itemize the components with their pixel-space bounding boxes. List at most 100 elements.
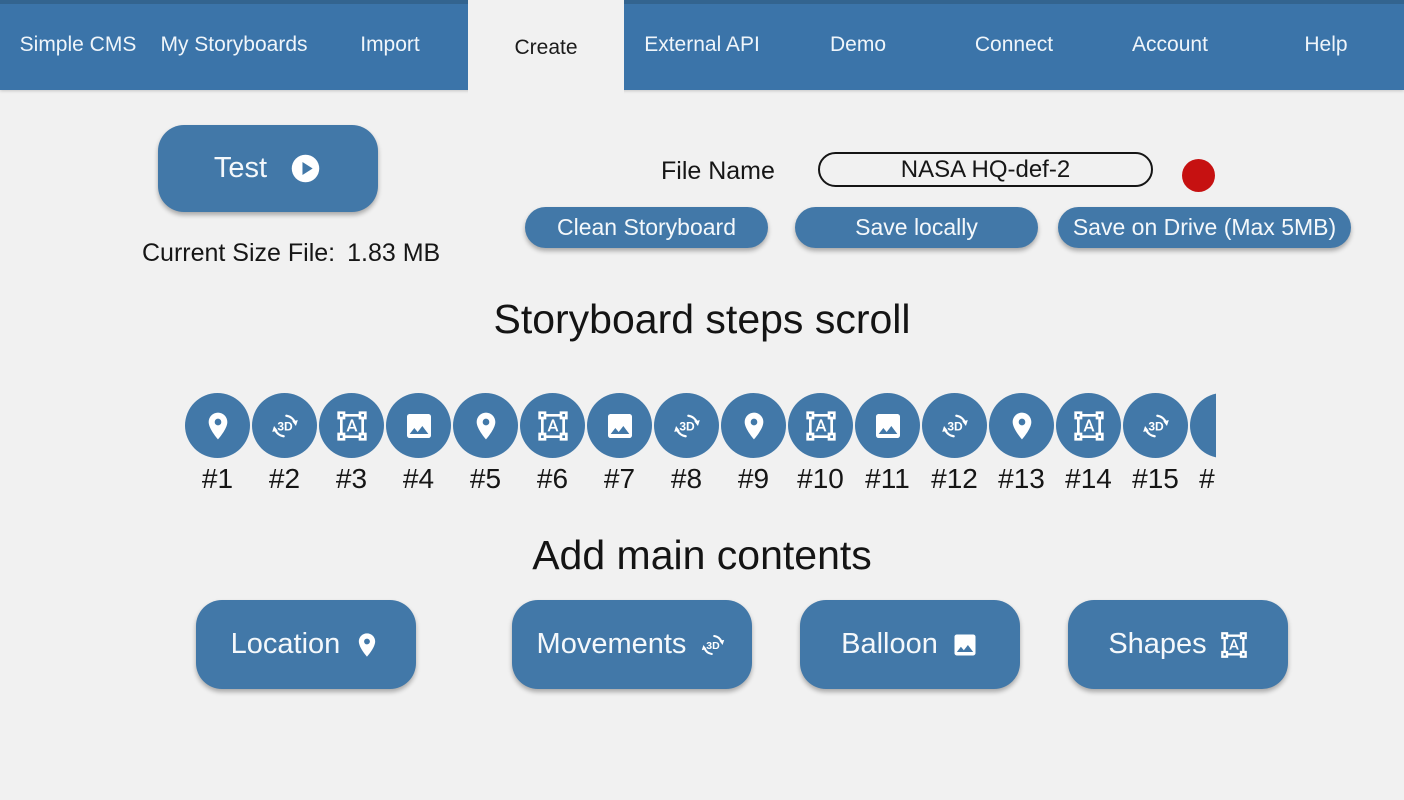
image-icon — [403, 410, 435, 442]
step-button[interactable] — [185, 393, 250, 458]
nav-tab-help[interactable]: Help — [1248, 0, 1404, 90]
storyboard-steps-scroll[interactable]: #1 3D #2 #3 #4 — [184, 393, 1216, 501]
step-label: #9 — [737, 463, 770, 494]
step-4: #4 — [385, 393, 452, 495]
button-label: Clean Storyboard — [557, 214, 736, 240]
step-13: #13 — [988, 393, 1055, 495]
svg-text:3D: 3D — [277, 419, 293, 433]
step-label: #2 — [268, 463, 301, 494]
3d-rotation-icon: 3D — [269, 410, 301, 442]
step-label: #16 — [1199, 463, 1216, 494]
step-label: #11 — [865, 463, 910, 494]
step-button[interactable]: 3D — [922, 393, 987, 458]
step-12: 3D #12 — [921, 393, 988, 495]
nav-tab-demo[interactable]: Demo — [780, 0, 936, 90]
location-pin-icon — [353, 631, 381, 659]
step-button[interactable] — [1190, 393, 1216, 458]
test-button[interactable]: Test — [158, 125, 378, 212]
location-pin-icon — [738, 410, 770, 442]
nav-tab-label: Import — [360, 33, 420, 56]
step-6: #6 — [519, 393, 586, 495]
nav-tab-label: Simple CMS — [19, 33, 137, 56]
step-button[interactable] — [855, 393, 920, 458]
step-label: #13 — [998, 463, 1045, 494]
button-label: Location — [230, 628, 341, 660]
nav-tab-connect[interactable]: Connect — [936, 0, 1092, 90]
clean-storyboard-button[interactable]: Clean Storyboard — [525, 207, 768, 248]
format-shapes-icon — [1220, 631, 1248, 659]
nav-bar: Simple CMS My Storyboards Import Create … — [0, 0, 1404, 95]
step-2: 3D #2 — [251, 393, 318, 495]
image-icon — [951, 631, 979, 659]
location-button[interactable]: Location — [196, 600, 416, 689]
save-on-drive-max-5mb-button[interactable]: Save on Drive (Max 5MB) — [1058, 207, 1351, 248]
file-name-input[interactable] — [818, 152, 1153, 187]
play-circle-icon — [289, 152, 322, 185]
step-label: #4 — [402, 463, 435, 494]
step-button[interactable]: 3D — [252, 393, 317, 458]
file-name-label: File Name — [661, 157, 775, 185]
step-16: #16 — [1189, 393, 1216, 495]
nav-tab-external-api[interactable]: External API — [624, 0, 780, 90]
step-15: 3D #15 — [1122, 393, 1189, 495]
step-10: #10 — [787, 393, 854, 495]
balloon-button[interactable]: Balloon — [800, 600, 1020, 689]
nav-tab-my-storyboards[interactable]: My Storyboards — [156, 0, 312, 90]
step-button[interactable] — [989, 393, 1054, 458]
svg-text:3D: 3D — [679, 419, 695, 433]
step-label: #10 — [797, 463, 844, 494]
format-shapes-icon — [336, 410, 368, 442]
movements-button[interactable]: Movements 3D — [512, 600, 752, 689]
nav-tab-create[interactable]: Create — [468, 0, 624, 95]
nav-tab-label: My Storyboards — [160, 33, 308, 56]
record-indicator — [1182, 159, 1215, 192]
svg-text:3D: 3D — [707, 639, 721, 651]
3d-rotation-icon: 3D — [671, 410, 703, 442]
3d-rotation-icon: 3D — [939, 410, 971, 442]
nav-tab-simple-cms[interactable]: Simple CMS — [0, 0, 156, 90]
step-7: #7 — [586, 393, 653, 495]
shapes-button[interactable]: Shapes — [1068, 600, 1288, 689]
button-label: Balloon — [841, 628, 938, 660]
main-contents-heading: Add main contents — [532, 532, 872, 578]
step-label: #5 — [469, 463, 502, 494]
svg-text:3D: 3D — [1148, 419, 1164, 433]
nav-tab-import[interactable]: Import — [312, 0, 468, 90]
button-label: Shapes — [1108, 628, 1207, 660]
3d-rotation-icon: 3D — [699, 631, 727, 659]
step-button[interactable] — [587, 393, 652, 458]
save-locally-button[interactable]: Save locally — [795, 207, 1038, 248]
nav-tab-label: External API — [644, 33, 760, 56]
step-button[interactable] — [453, 393, 518, 458]
image-icon — [604, 410, 636, 442]
step-button[interactable] — [1056, 393, 1121, 458]
step-button[interactable]: 3D — [1123, 393, 1188, 458]
step-label: #15 — [1132, 463, 1179, 494]
step-button[interactable] — [788, 393, 853, 458]
step-button[interactable]: 3D — [654, 393, 719, 458]
format-shapes-icon — [537, 410, 569, 442]
step-button[interactable] — [386, 393, 451, 458]
nav-tab-account[interactable]: Account — [1092, 0, 1248, 90]
steps-track: #1 3D #2 #3 #4 — [184, 393, 1216, 495]
nav-tab-label: Help — [1304, 33, 1348, 56]
step-8: 3D #8 — [653, 393, 720, 495]
step-button[interactable] — [721, 393, 786, 458]
step-9: #9 — [720, 393, 787, 495]
step-label: #12 — [931, 463, 978, 494]
location-pin-icon — [1006, 410, 1038, 442]
step-label: #7 — [603, 463, 636, 494]
step-label: #6 — [536, 463, 569, 494]
step-button[interactable] — [520, 393, 585, 458]
svg-text:3D: 3D — [947, 419, 963, 433]
location-pin-icon — [202, 410, 234, 442]
3d-rotation-icon: 3D — [1140, 410, 1172, 442]
button-label: Movements — [536, 628, 687, 660]
nav-tab-label: Create — [514, 35, 578, 59]
step-label: #1 — [201, 463, 234, 494]
step-button[interactable] — [319, 393, 384, 458]
step-5: #5 — [452, 393, 519, 495]
step-label: #3 — [335, 463, 368, 494]
step-14: #14 — [1055, 393, 1122, 495]
